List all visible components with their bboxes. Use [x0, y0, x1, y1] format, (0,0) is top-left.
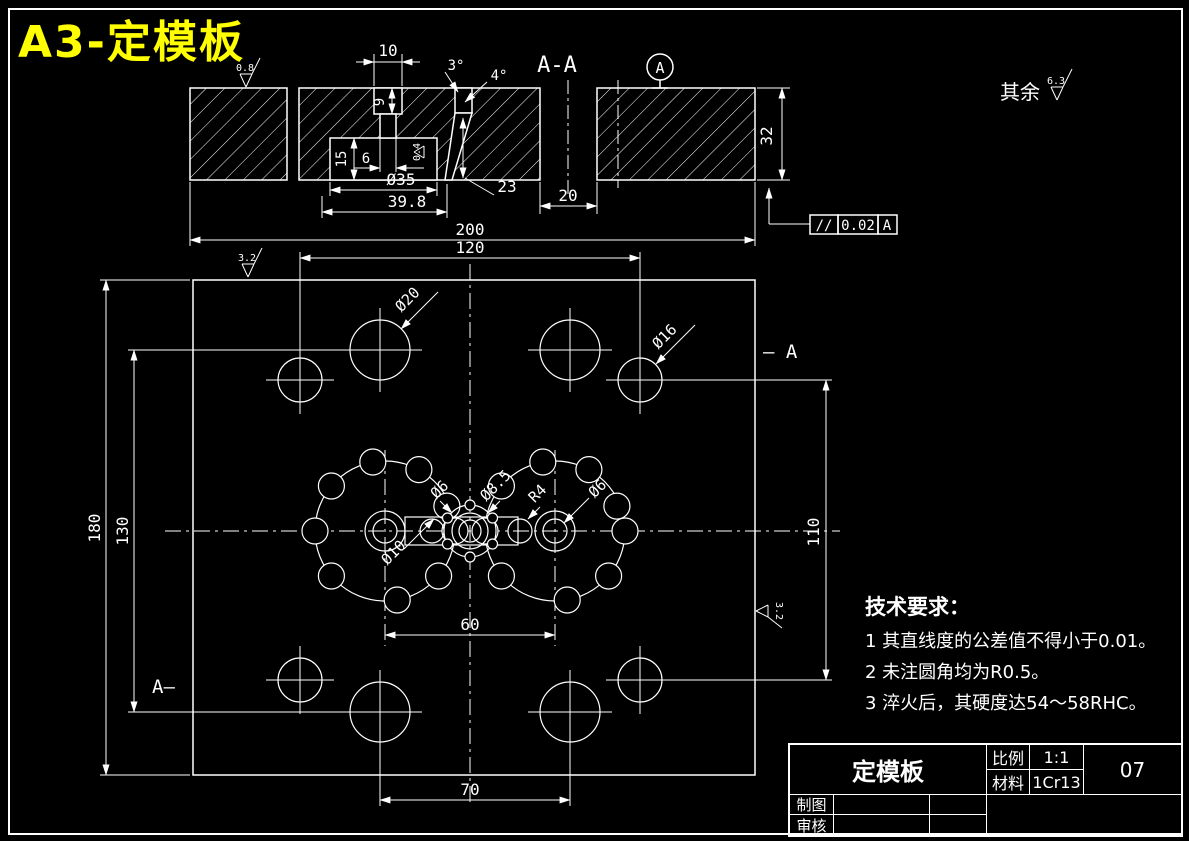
parallelism-datum: A: [883, 218, 892, 234]
gear-right-hub-outer: [534, 510, 576, 552]
roughness-plan-top-icon: [241, 247, 263, 278]
others-roughness-label: 其余: [1000, 80, 1040, 104]
drawn-by-value: [834, 795, 930, 815]
section-label: A-A: [537, 53, 577, 78]
material-label: 材料: [987, 770, 1030, 795]
dim-60: 60: [460, 615, 479, 634]
drawing-number: 07: [1084, 745, 1181, 795]
gear-left-hub-outer: [364, 510, 406, 552]
plan-view: Ø20 Ø16 Ø10 Ø6 Ø8.5 R4 Ø6: [85, 238, 840, 806]
parallelism-symbol: //: [816, 218, 833, 234]
dim-9: 9: [372, 98, 388, 106]
gear-right: [471, 448, 639, 614]
gear-left-hub-inner: [372, 518, 398, 544]
roughness-plan-right-value: 3.2: [773, 602, 784, 620]
tech-requirement-item: 3 淬火后，其硬度达54～58RHC。: [865, 693, 1147, 714]
dim-120: 120: [456, 238, 485, 257]
checked-by-value: [834, 815, 930, 835]
tech-requirement-item: 2 未注圆角均为R0.5。: [865, 662, 1050, 683]
gear-right-hub-inner: [542, 518, 568, 544]
dim-200: 200: [456, 220, 485, 239]
dim-130: 130: [113, 517, 132, 546]
label-r4: R4: [525, 481, 551, 507]
dim-10: 10: [378, 41, 397, 60]
section-mark-right: — A: [763, 341, 798, 363]
roughness-section-top-value: 0.8: [236, 63, 254, 74]
dim-180: 180: [85, 514, 104, 543]
roughness-pocket-value: 0.4: [412, 143, 423, 161]
title-block-blank: [987, 795, 1181, 835]
roughness-plan-right-icon: [755, 604, 783, 629]
section-mark-left: A—: [152, 676, 175, 698]
checked-by-date: [930, 815, 987, 835]
port-right: [507, 518, 533, 544]
checked-by-label: 审核: [790, 815, 834, 835]
scale-label: 比例: [987, 745, 1030, 770]
dim-20: 20: [558, 186, 577, 205]
part-name: 定模板: [790, 745, 987, 795]
dim-70: 70: [460, 780, 479, 799]
dim-6: 6: [362, 151, 370, 167]
tech-requirements: 技术要求： 1 其直线度的公差值不得小于0.01。 2 未注圆角均为R0.5。 …: [865, 591, 1185, 720]
others-roughness-icon: [1050, 68, 1073, 101]
dim-39-8: 39.8: [388, 192, 427, 211]
dim-angle-4: 4°: [491, 68, 508, 84]
dim-15: 15: [334, 151, 350, 168]
datum-a-label: A: [655, 59, 664, 77]
dim-angle-3: 3°: [448, 58, 465, 74]
center-hole-mid: [451, 512, 489, 550]
others-roughness-value: 6.3: [1047, 76, 1065, 87]
parallelism-frame: [809, 214, 898, 235]
drawn-by-label: 制图: [790, 795, 834, 815]
drawing-title: A3-定模板: [18, 17, 245, 68]
dim-32: 32: [757, 126, 776, 145]
tech-requirements-title: 技术要求：: [865, 595, 970, 619]
datum-a-symbol: [646, 53, 674, 89]
label-dia20: Ø20: [392, 284, 424, 316]
roughness-section-top-icon: [239, 57, 261, 88]
center-hole-inner: [458, 519, 482, 543]
section-view: 10 9 3° 4° 15 6 Ø35 39.8 23 20 200 32 A-…: [189, 41, 898, 246]
gate-channel-lower: [379, 113, 397, 139]
title-block: 定模板 比例 1:1 材料 1Cr13 07 制图 审核: [788, 743, 1183, 837]
label-dia16: Ø16: [649, 321, 681, 353]
material-value: 1Cr13: [1030, 770, 1084, 795]
plate-outline: [192, 279, 756, 776]
big-holes: [338, 308, 612, 754]
dim-110: 110: [804, 518, 823, 547]
scale-value: 1:1: [1030, 745, 1084, 770]
roughness-plan-top-value: 3.2: [238, 253, 256, 264]
roughness-pocket-icon: [413, 145, 425, 159]
parallelism-value: 0.02: [841, 218, 875, 234]
drawing-frame: [8, 8, 1183, 835]
dim-23: 23: [497, 177, 516, 196]
tech-requirement-item: 1 其直线度的公差值不得小于0.01。: [865, 631, 1157, 652]
dim-dia35: Ø35: [387, 170, 416, 189]
drawn-by-date: [930, 795, 987, 815]
